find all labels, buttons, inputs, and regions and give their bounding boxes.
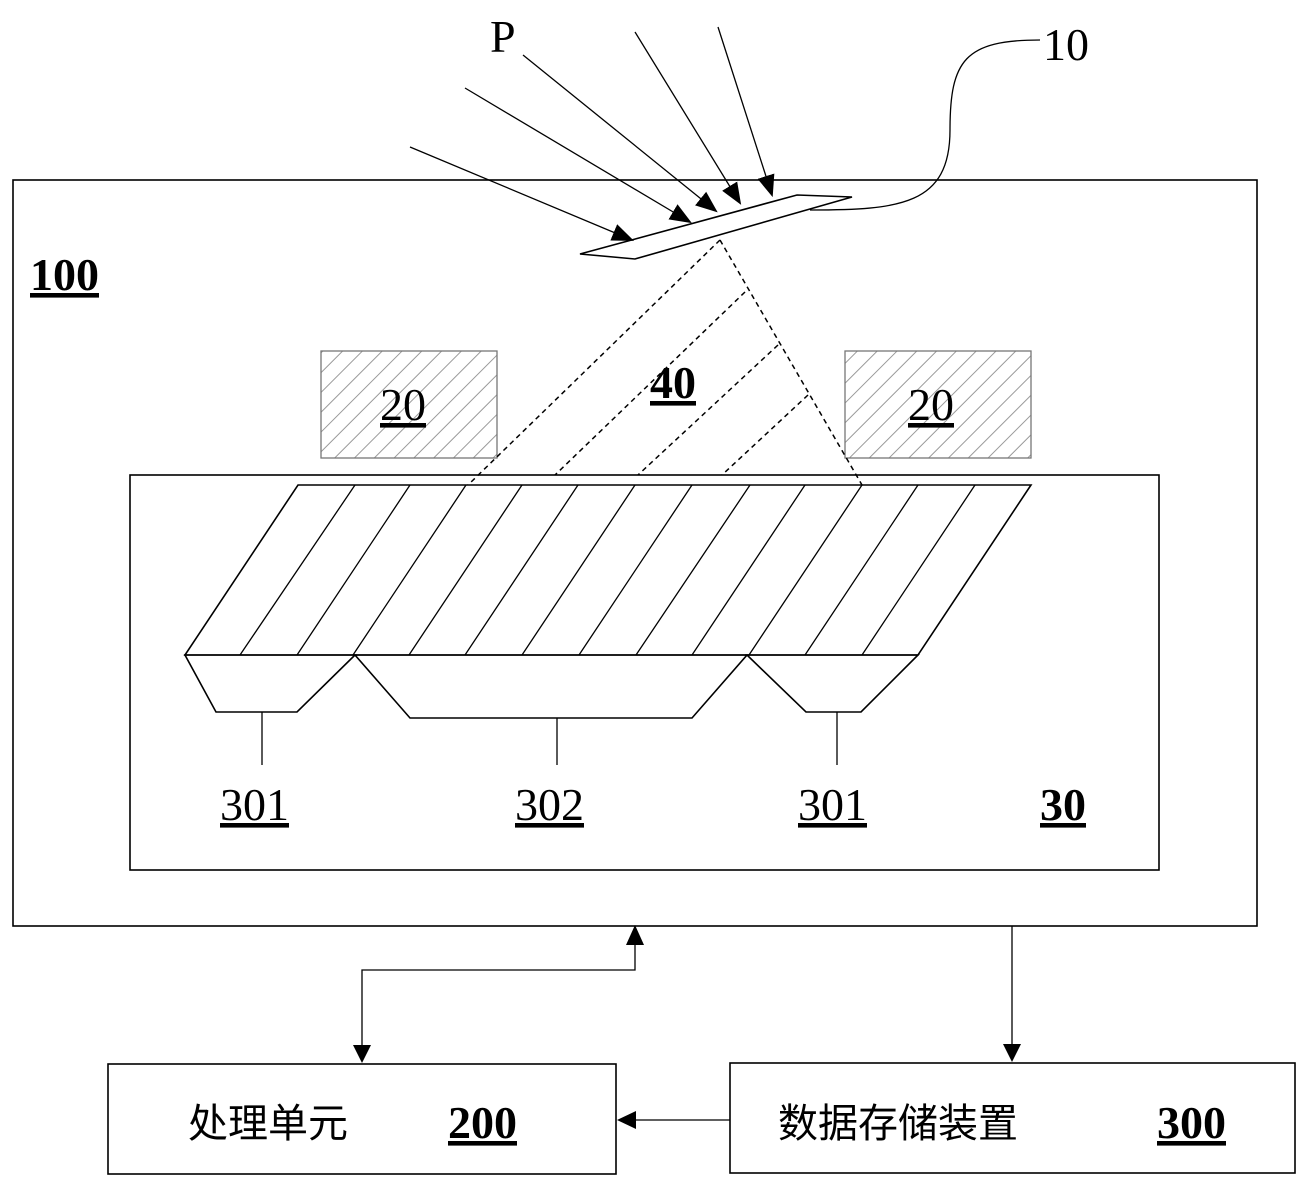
component-10-leader xyxy=(809,39,1041,211)
component-label-10: 10 xyxy=(1043,19,1089,70)
processing-unit-box xyxy=(107,1063,617,1175)
processing-unit-name: 处理单元 xyxy=(188,1101,348,1147)
part-302 xyxy=(353,654,749,719)
part-301-right xyxy=(745,654,920,713)
system-label-100: 100 xyxy=(30,249,99,300)
block-20-right-label: 20 xyxy=(908,379,954,430)
light-label-p: P xyxy=(490,11,516,62)
block-20-right xyxy=(844,350,1032,459)
light-rays xyxy=(409,26,775,241)
processing-unit-number: 200 xyxy=(448,1097,517,1148)
data-storage-name: 数据存储装置 xyxy=(778,1101,1018,1147)
data-storage-box xyxy=(729,1062,1296,1174)
part-302-label: 302 xyxy=(515,779,584,830)
connector-300-200 xyxy=(617,1111,730,1129)
connector-200-100 xyxy=(353,925,644,1063)
connector-100-300 xyxy=(1003,926,1021,1062)
module-label-30: 30 xyxy=(1040,779,1086,830)
component-10-plate xyxy=(579,194,853,260)
region-40-dashed xyxy=(467,239,863,486)
data-storage-number: 300 xyxy=(1157,1097,1226,1148)
detector-array xyxy=(183,484,1033,656)
module-box-30 xyxy=(129,474,1160,871)
region-label-40: 40 xyxy=(650,357,696,408)
part-301-right-label: 301 xyxy=(798,779,867,830)
block-20-left-label: 20 xyxy=(380,379,426,430)
part-301-left xyxy=(183,654,357,713)
part-301-left-label: 301 xyxy=(220,779,289,830)
block-20-left xyxy=(320,350,498,459)
